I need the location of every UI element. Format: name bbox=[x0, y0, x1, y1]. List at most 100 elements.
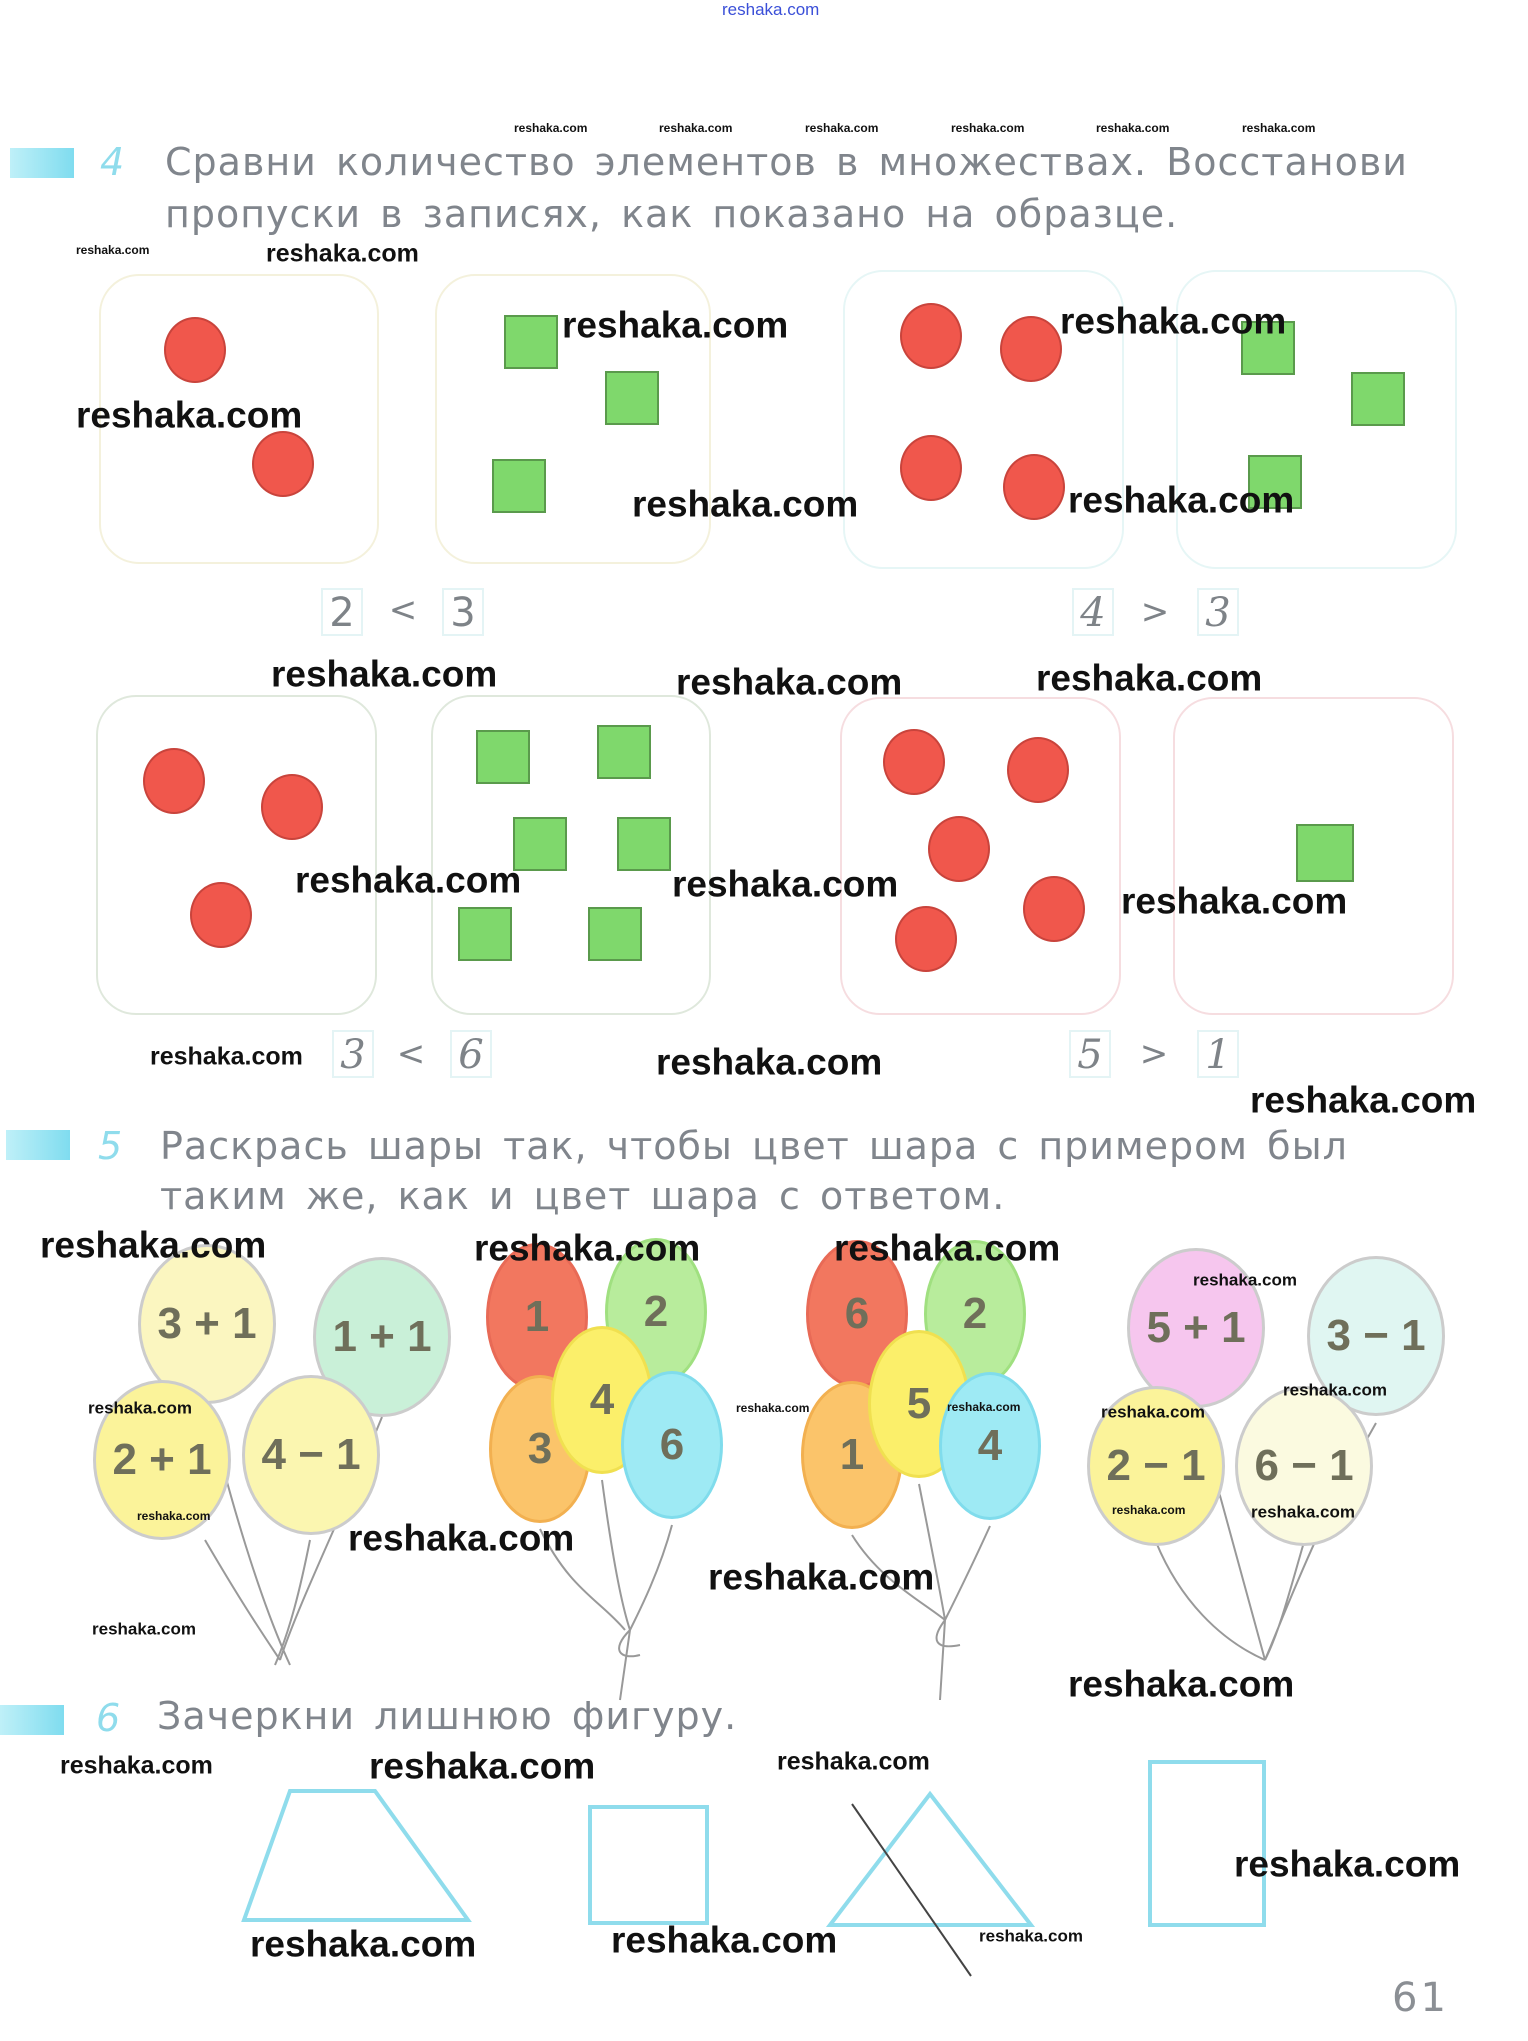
watermark: reshaka.com bbox=[1036, 657, 1263, 699]
red-circle bbox=[900, 303, 962, 369]
watermark: reshaka.com bbox=[1096, 121, 1170, 135]
red-circle bbox=[1000, 316, 1062, 382]
watermark: reshaka.com bbox=[76, 394, 303, 436]
set-box-1 bbox=[99, 274, 379, 564]
task4-text-line2: пропуски в записях, как показано на обра… bbox=[165, 192, 1179, 236]
set-box-5 bbox=[96, 695, 377, 1015]
green-square bbox=[458, 907, 512, 961]
watermark: reshaka.com bbox=[805, 121, 879, 135]
red-circle bbox=[1023, 876, 1085, 942]
task5-text-line1: Раскрась шары так, чтобы цвет шара с при… bbox=[160, 1124, 1348, 1168]
compare-left-cell: 2 bbox=[321, 588, 363, 636]
compare-right-cell: 3 bbox=[442, 588, 484, 636]
task6-marker bbox=[0, 1705, 64, 1735]
watermark: reshaka.com bbox=[1068, 1663, 1295, 1705]
watermark: reshaka.com bbox=[1242, 121, 1316, 135]
task4-number: 4 bbox=[100, 140, 125, 184]
watermark: reshaka.com bbox=[736, 1401, 810, 1415]
balloon: 6 bbox=[621, 1371, 723, 1519]
red-circle bbox=[900, 435, 962, 501]
green-square bbox=[1248, 455, 1302, 509]
cross-out-line bbox=[851, 1803, 972, 1977]
watermark: reshaka.com bbox=[92, 1619, 196, 1639]
compare-right-cell[interactable]: 6 bbox=[450, 1030, 492, 1078]
green-square bbox=[588, 907, 642, 961]
watermark: reshaka.com bbox=[150, 1042, 303, 1071]
compare-sign[interactable]: > bbox=[1139, 1034, 1169, 1074]
set-box-3 bbox=[843, 270, 1124, 569]
green-square bbox=[476, 730, 530, 784]
page-number: 61 bbox=[1392, 1975, 1449, 2021]
compare-right-cell[interactable]: 3 bbox=[1197, 588, 1239, 636]
balloon[interactable]: 5 + 1 bbox=[1127, 1248, 1265, 1408]
watermark: reshaka.com bbox=[369, 1745, 596, 1787]
set-box-8 bbox=[1173, 697, 1454, 1015]
balloon[interactable]: 2 − 1 bbox=[1087, 1386, 1225, 1546]
triangle-figure[interactable] bbox=[825, 1790, 1036, 1927]
set-box-4 bbox=[1176, 270, 1457, 569]
set-box-2 bbox=[435, 274, 711, 564]
watermark: reshaka.com bbox=[1234, 1843, 1461, 1885]
red-circle bbox=[164, 317, 226, 383]
square-figure[interactable] bbox=[588, 1805, 709, 1925]
green-square bbox=[1351, 372, 1405, 426]
rectangle-figure[interactable] bbox=[1148, 1760, 1266, 1927]
watermark: reshaka.com bbox=[834, 1227, 1061, 1269]
task5-text-line2: таким же, как и цвет шара с ответом. bbox=[160, 1174, 1006, 1218]
compare-right-cell[interactable]: 1 bbox=[1197, 1030, 1239, 1078]
red-circle bbox=[883, 729, 945, 795]
compare-left-cell[interactable]: 5 bbox=[1069, 1030, 1111, 1078]
watermark: reshaka.com bbox=[562, 304, 789, 346]
watermark: reshaka.com bbox=[659, 121, 733, 135]
watermark: reshaka.com bbox=[348, 1517, 575, 1559]
compare-sign[interactable]: > bbox=[1140, 592, 1170, 632]
green-square bbox=[513, 817, 567, 871]
task5-marker bbox=[6, 1130, 70, 1160]
watermark: reshaka.com bbox=[947, 1400, 1021, 1414]
watermark: reshaka.com bbox=[40, 1224, 267, 1266]
watermark: reshaka.com bbox=[1250, 1079, 1477, 1121]
watermark: reshaka.com bbox=[88, 1398, 192, 1418]
balloon[interactable]: 4 − 1 bbox=[242, 1375, 380, 1535]
watermark: reshaka.com bbox=[474, 1227, 701, 1269]
green-square bbox=[504, 315, 558, 369]
watermark: reshaka.com bbox=[514, 121, 588, 135]
task4-marker bbox=[10, 148, 74, 178]
watermark: reshaka.com bbox=[708, 1556, 935, 1598]
watermark: reshaka.com bbox=[979, 1926, 1083, 1946]
balloon[interactable]: 2 + 1 bbox=[93, 1380, 231, 1540]
watermark: reshaka.com bbox=[271, 653, 498, 695]
trapezoid-figure[interactable] bbox=[241, 1789, 472, 1922]
green-square bbox=[597, 725, 651, 779]
watermark: reshaka.com bbox=[266, 239, 419, 268]
compare-left-cell[interactable]: 3 bbox=[332, 1030, 374, 1078]
watermark: reshaka.com bbox=[1060, 300, 1287, 342]
balloon[interactable]: 3 + 1 bbox=[138, 1244, 276, 1404]
watermark: reshaka.com bbox=[1193, 1270, 1297, 1290]
task5-number: 5 bbox=[98, 1124, 123, 1168]
watermark: reshaka.com bbox=[1251, 1502, 1355, 1522]
compare-sign[interactable]: < bbox=[396, 1034, 426, 1074]
watermark: reshaka.com bbox=[1068, 479, 1295, 521]
red-circle bbox=[190, 882, 252, 948]
watermark: reshaka.com bbox=[250, 1923, 477, 1965]
green-square bbox=[1241, 321, 1295, 375]
compare-left-cell[interactable]: 4 bbox=[1072, 588, 1114, 636]
watermark: reshaka.com bbox=[295, 859, 522, 901]
balloon[interactable]: 6 − 1 bbox=[1235, 1386, 1373, 1546]
task6-number: 6 bbox=[96, 1696, 121, 1740]
task4-text-line1: Сравни количество элементов в множествах… bbox=[165, 140, 1408, 184]
green-square bbox=[492, 459, 546, 513]
red-circle bbox=[1003, 454, 1065, 520]
watermark: reshaka.com bbox=[676, 661, 903, 703]
watermark: reshaka.com bbox=[60, 1751, 213, 1780]
compare-sign: < bbox=[388, 590, 418, 630]
watermark: reshaka.com bbox=[611, 1919, 838, 1961]
green-square bbox=[617, 817, 671, 871]
watermark: reshaka.com bbox=[137, 1509, 211, 1523]
top-watermark: reshaka.com bbox=[722, 0, 820, 19]
balloon[interactable]: 3 − 1 bbox=[1307, 1256, 1445, 1416]
watermark: reshaka.com bbox=[1112, 1503, 1186, 1517]
